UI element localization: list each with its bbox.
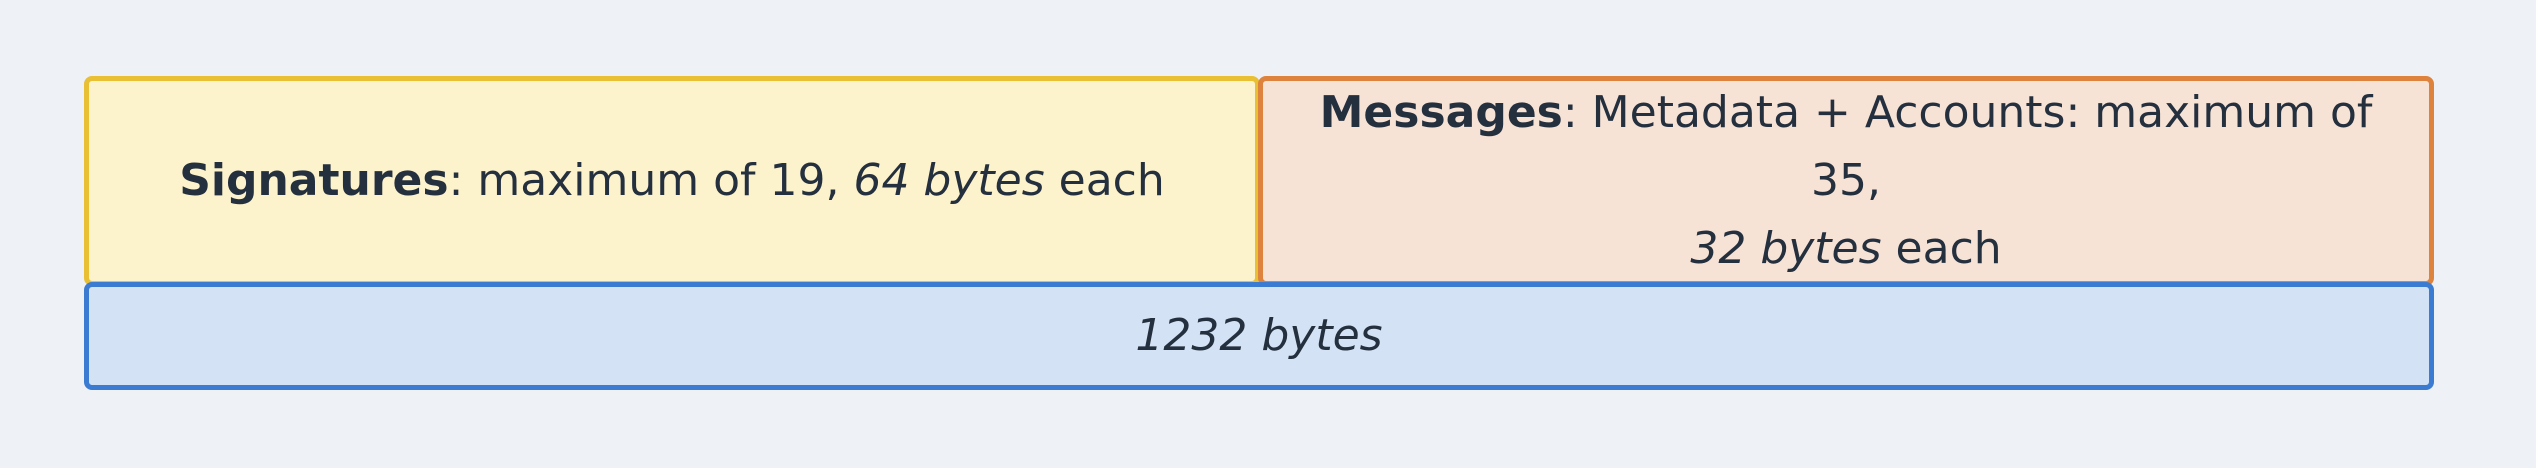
messages-suffix: each [1881, 223, 2002, 274]
messages-description: Messages: Metadata + Accounts: maximum o… [1293, 79, 2399, 283]
signatures-suffix: each [1044, 155, 1165, 206]
messages-size: 32 bytes [1690, 223, 1882, 274]
signatures-text: : maximum of 19, [448, 155, 854, 206]
signatures-size: 64 bytes [853, 155, 1045, 206]
messages-block: Messages: Metadata + Accounts: maximum o… [1258, 76, 2434, 286]
transaction-size-diagram: Signatures: maximum of 19, 64 bytes each… [84, 76, 2434, 390]
signatures-description: Signatures: maximum of 19, 64 bytes each [179, 147, 1165, 215]
messages-title: Messages [1319, 87, 1563, 138]
total-size-block: 1232 bytes [84, 282, 2434, 390]
signatures-block: Signatures: maximum of 19, 64 bytes each [84, 76, 1260, 286]
total-size-label: 1232 bytes [1135, 310, 1383, 361]
signatures-title: Signatures [179, 155, 449, 206]
messages-text: : Metadata + Accounts: maximum of 35, [1562, 87, 2373, 206]
